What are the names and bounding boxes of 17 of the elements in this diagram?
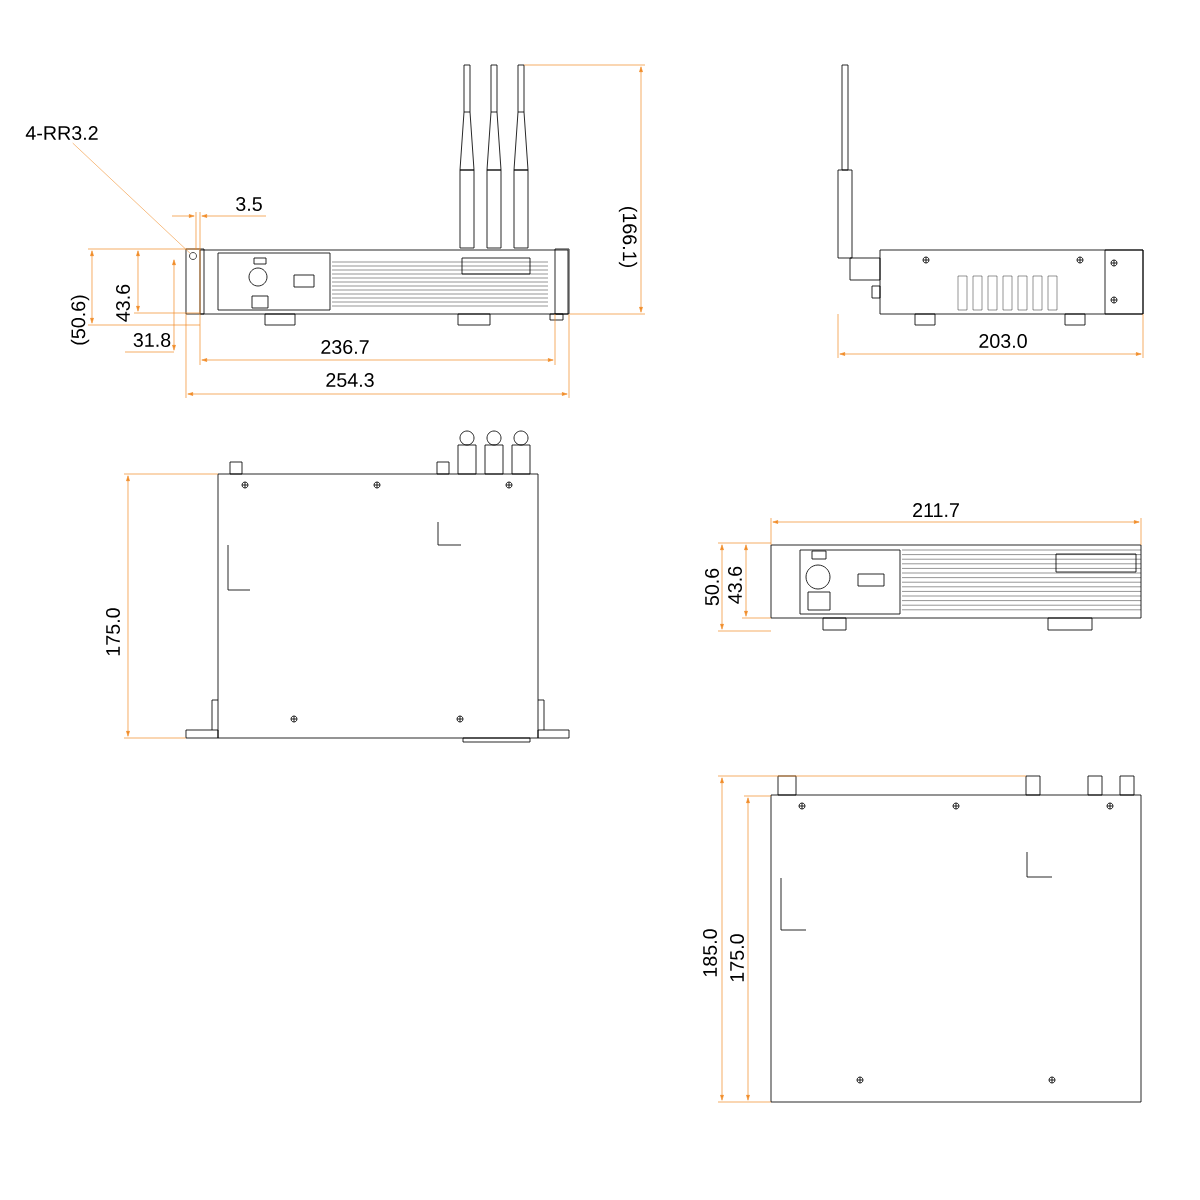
dimension-label: 236.7	[321, 340, 369, 354]
dimension-label: 43.6	[728, 566, 742, 604]
dimension-label: 31.8	[133, 333, 171, 347]
leader-line	[72, 142, 191, 254]
callout-label: 4-RR3.2	[25, 126, 98, 140]
mounting-hole	[189, 252, 197, 260]
dimension-label: 175.0	[730, 934, 744, 982]
dimension-label: 254.3	[326, 373, 374, 387]
dimension-label: (166.1)	[618, 207, 638, 267]
dimension-label: 3.5	[236, 197, 262, 211]
dimension-label: 43.6	[116, 284, 130, 322]
dimension-label: 50.6	[705, 568, 719, 606]
dimension-label: 203.0	[979, 334, 1027, 348]
dimension-label: 175.0	[106, 608, 120, 656]
dimension-label: 211.7	[913, 503, 959, 517]
dimension-label: (50.6)	[70, 295, 90, 345]
dimension-label: 185.0	[703, 929, 717, 977]
